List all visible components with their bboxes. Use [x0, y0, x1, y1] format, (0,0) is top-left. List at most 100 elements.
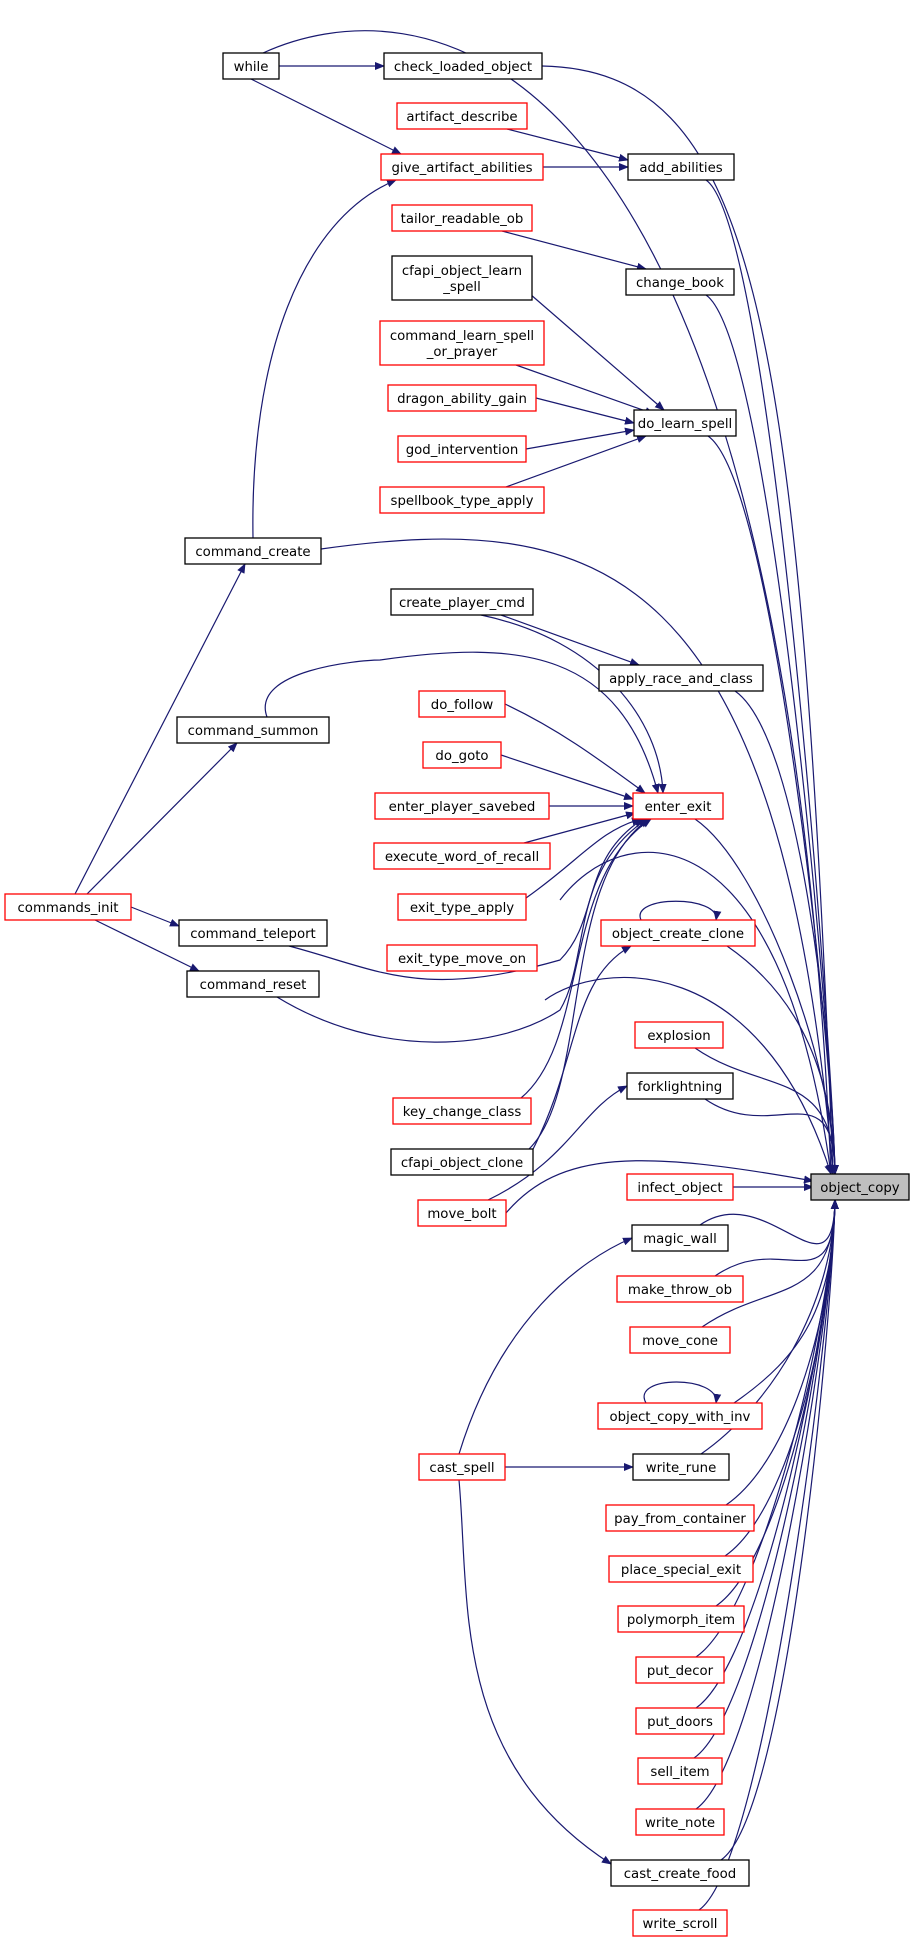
node-execute-word-of-recall[interactable]: execute_word_of_recall	[373, 842, 551, 870]
call-edge-21	[698, 1199, 839, 1911]
call-edge-46	[523, 811, 636, 844]
node-move-cone[interactable]: move_cone	[629, 1326, 731, 1354]
node-forklightning[interactable]: forklightning	[626, 1072, 734, 1100]
node-cfapi-object-clone[interactable]: cfapi_object_clone	[390, 1148, 534, 1176]
call-edge-6	[694, 1047, 839, 1175]
node-create-player-cmd[interactable]: create_player_cmd	[390, 588, 534, 616]
node-label: put_doors	[647, 1715, 713, 1730]
node-write-scroll[interactable]: write_scroll	[632, 1909, 728, 1937]
node-object-create-clone[interactable]: object_create_clone	[600, 919, 756, 947]
node-put-doors[interactable]: put_doors	[635, 1707, 725, 1735]
node-box	[635, 1808, 725, 1836]
node-sell-item[interactable]: sell_item	[637, 1757, 723, 1785]
call-edge-55	[643, 1381, 722, 1404]
node-box	[379, 486, 545, 514]
node-command-learn-spell-or-prayer[interactable]: command_learn_spell_or_prayer	[379, 320, 545, 366]
call-edge-43	[504, 703, 646, 794]
node-object-copy-with-inv[interactable]: object_copy_with_inv	[597, 1402, 763, 1430]
node-cfapi-object-learn-spell[interactable]: cfapi_object_learn_spell	[391, 255, 533, 301]
node-label: object_copy_with_inv	[610, 1410, 751, 1425]
call-edge-23	[262, 30, 835, 1175]
node-object-copy[interactable]: object_copy	[810, 1173, 910, 1201]
node-box	[632, 1909, 728, 1937]
function-nodes: while check_loaded_object artifact_describ…	[4, 52, 910, 1937]
node-label: give_artifact_abilities	[391, 161, 532, 176]
node-box	[627, 153, 735, 181]
node-polymorph-item[interactable]: polymorph_item	[617, 1605, 745, 1633]
node-do-learn-spell[interactable]: do_learn_spell	[633, 409, 737, 437]
node-dragon-ability-gain[interactable]: dragon_ability_gain	[387, 384, 537, 412]
node-change-book[interactable]: change_book	[625, 268, 735, 296]
call-edge-20	[720, 1199, 839, 1861]
call-edge-44	[500, 754, 634, 800]
node-make-throw-ob[interactable]: make_throw_ob	[616, 1275, 744, 1303]
node-apply-race-and-class[interactable]: apply_race_and_class	[598, 664, 764, 692]
node-give-artifact-abilities[interactable]: give_artifact_abilities	[380, 153, 544, 181]
node-pay-from-container[interactable]: pay_from_container	[605, 1504, 755, 1532]
node-box	[598, 664, 764, 692]
node-box	[390, 1148, 534, 1176]
node-key-change-class[interactable]: key_change_class	[392, 1097, 532, 1125]
node-command-summon[interactable]: command_summon	[176, 716, 330, 744]
node-do-follow[interactable]: do_follow	[418, 690, 506, 718]
node-label: command_learn_spell	[390, 329, 534, 344]
node-enter-exit[interactable]: enter_exit	[632, 792, 724, 820]
node-exit-type-move-on[interactable]: exit_type_move_on	[386, 944, 538, 972]
call-edge-5	[726, 945, 839, 1175]
node-check-loaded-object[interactable]: check_loaded_object	[383, 52, 543, 80]
node-label: command_teleport	[190, 927, 316, 942]
node-move-bolt[interactable]: move_bolt	[417, 1199, 507, 1227]
node-magic-wall[interactable]: magic_wall	[631, 1224, 729, 1252]
node-infect-object[interactable]: infect_object	[626, 1173, 734, 1201]
call-edge-58	[458, 1479, 612, 1865]
node-write-note[interactable]: write_note	[635, 1808, 725, 1836]
node-put-decor[interactable]: put_decor	[635, 1656, 725, 1684]
node-do-goto[interactable]: do_goto	[422, 741, 502, 769]
node-exit-type-apply[interactable]: exit_type_apply	[397, 893, 527, 921]
node-tailor-readable-ob[interactable]: tailor_readable_ob	[391, 204, 533, 232]
call-edge-13	[725, 1199, 839, 1506]
node-add-abilities[interactable]: add_abilities	[627, 153, 735, 181]
node-label: explosion	[647, 1029, 710, 1044]
node-label: cast_create_food	[624, 1867, 737, 1882]
call-edge-30	[250, 78, 402, 155]
node-box	[391, 255, 533, 301]
node-box	[626, 1173, 734, 1201]
node-cast-create-food[interactable]: cast_create_food	[610, 1859, 750, 1887]
node-label: cfapi_object_learn	[402, 264, 522, 279]
node-box	[176, 716, 330, 744]
node-cast-spell[interactable]: cast_spell	[418, 1453, 506, 1481]
node-box	[632, 1453, 730, 1481]
node-label: do_goto	[435, 749, 488, 764]
node-box	[222, 52, 280, 80]
node-box	[625, 268, 735, 296]
call-edge-14	[724, 1199, 839, 1557]
call-edge-39	[252, 179, 397, 539]
node-box	[635, 1707, 725, 1735]
node-enter-player-savebed[interactable]: enter_player_savebed	[374, 792, 550, 820]
node-box	[186, 970, 320, 998]
node-label: _or_prayer	[426, 345, 498, 360]
node-command-teleport[interactable]: command_teleport	[178, 919, 328, 947]
node-box	[610, 1859, 750, 1887]
node-box	[374, 792, 550, 820]
node-commands-init[interactable]: commands_init	[4, 893, 132, 921]
node-god-intervention[interactable]: god_intervention	[397, 435, 527, 463]
node-place-special-exit[interactable]: place_special_exit	[608, 1555, 754, 1583]
node-explosion[interactable]: explosion	[634, 1021, 724, 1049]
call-edge-42	[264, 651, 660, 794]
node-label: write_scroll	[642, 1917, 717, 1932]
call-edge-53	[530, 945, 632, 1154]
node-label: god_intervention	[406, 443, 519, 458]
call-edge-47	[525, 817, 642, 899]
call-edge-19	[695, 1199, 839, 1810]
node-artifact-describe[interactable]: artifact_describe	[396, 102, 528, 130]
node-command-create[interactable]: command_create	[184, 537, 322, 565]
node-label: do_follow	[431, 698, 494, 713]
node-spellbook-type-apply[interactable]: spellbook_type_apply	[379, 486, 545, 514]
node-write-rune[interactable]: write_rune	[632, 1453, 730, 1481]
node-while[interactable]: while	[222, 52, 280, 80]
node-box	[383, 52, 543, 80]
node-command-reset[interactable]: command_reset	[186, 970, 320, 998]
